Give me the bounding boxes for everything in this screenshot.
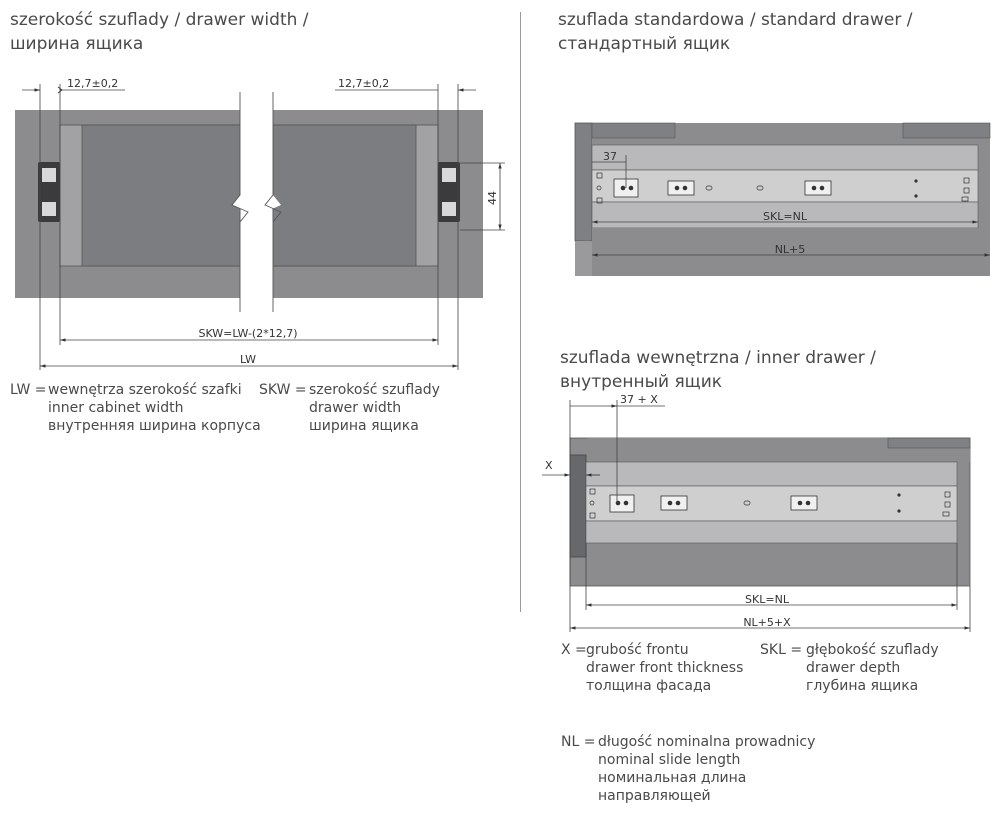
legend-line: grubość frontu (586, 642, 689, 658)
dim-lw-label: LW (240, 353, 256, 366)
legend-line: глубина ящика (806, 678, 919, 694)
width-diagram: 12,7±0,2 12,7±0,2 44 SKW=LW-(2*12,7) LW (15, 77, 505, 370)
legend-line: głębokość szuflady (806, 642, 939, 658)
legend-line: wewnętrza szerokość szafki (48, 382, 242, 398)
legend-key: X = (561, 642, 587, 658)
legend-key: SKL = (760, 642, 803, 658)
dim-37-label: 37 (603, 150, 617, 163)
legend-line: внутренняя ширина корпуса (48, 418, 261, 434)
legend-key: NL = (561, 734, 596, 750)
title-line: стандартный ящик (558, 34, 731, 54)
slide-right (438, 162, 460, 222)
legend-skl: SKL = głębokość szuflady drawer depth гл… (760, 641, 939, 694)
legend-line: направляющей (598, 788, 711, 804)
inner-drawer-title: szuflada wewnętrzna / inner drawer / вну… (560, 346, 876, 394)
title-line: внутренный ящик (560, 372, 723, 392)
legend-line: номинальная длина (598, 770, 747, 786)
legend-line: толщина фасада (586, 678, 712, 694)
inner-drawer-diagram: 37 + X X SKL=NL NL+5+X (542, 393, 971, 632)
legend-nl: NL = długość nominalna prowadnicy nomina… (561, 733, 815, 804)
break-gap (232, 92, 281, 312)
standard-drawer-diagram: 37 SKL=NL NL+5 (574, 122, 991, 276)
legend-skw: SKW = szerokość szuflady drawer width ши… (259, 381, 440, 434)
dim-nl5x-label: NL+5+X (743, 616, 791, 629)
legend-x: X = grubość frontu drawer front thicknes… (561, 641, 743, 694)
dim-height-label: 44 (486, 191, 499, 205)
legend-key: LW = (10, 382, 47, 398)
legend-line: drawer width (309, 400, 402, 416)
standard-drawer-title: szuflada standardowa / standard drawer /… (558, 8, 912, 56)
legend-lw: LW = wewnętrza szerokość szafki inner ca… (10, 381, 261, 434)
legend-line: drawer depth (806, 660, 901, 676)
legend-line: długość nominalna prowadnicy (598, 734, 816, 750)
dim-right-label: 12,7±0,2 (338, 77, 389, 90)
legend-key: SKW = (259, 382, 307, 398)
dim-skl-label: SKL=NL (745, 593, 790, 606)
dim-nl5-label: NL+5 (775, 243, 806, 256)
drawer-width-title: szerokość szuflady / drawer width / шири… (10, 8, 309, 56)
section-divider (520, 12, 521, 612)
legend-line: szerokość szuflady (309, 382, 440, 398)
legend-line: nominal slide length (598, 752, 741, 768)
dim-left-label: 12,7±0,2 (67, 77, 118, 90)
drawer-bottom-right (272, 124, 417, 267)
legend-line: ширина ящика (309, 418, 419, 434)
title-line: szerokość szuflady / drawer width / (10, 10, 309, 30)
drawer-bottom-left (81, 124, 241, 267)
slide-left (38, 162, 60, 222)
title-line: szuflada wewnętrzna / inner drawer / (560, 348, 876, 368)
legend-line: drawer front thickness (586, 660, 744, 676)
dim-37x-label: 37 + X (620, 393, 658, 406)
dim-x-label: X (545, 459, 553, 472)
dim-skw-label: SKW=LW-(2*12,7) (199, 327, 298, 340)
title-line: ширина ящика (10, 34, 144, 54)
legend-line: inner cabinet width (48, 400, 184, 416)
title-line: szuflada standardowa / standard drawer / (558, 10, 913, 30)
dim-skl-label: SKL=NL (763, 210, 808, 223)
